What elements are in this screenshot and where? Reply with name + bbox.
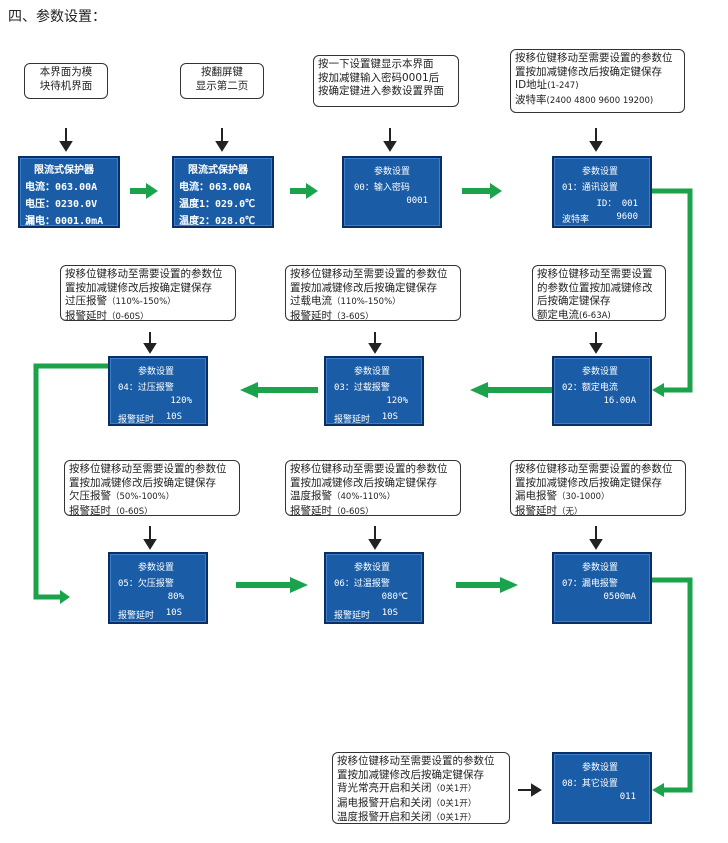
lcd-line: 05：欠压报警 xyxy=(118,579,174,589)
lcd-screen-comm: 参数设置 01：通讯设置 ID： 001 波特率 9600 xyxy=(552,156,652,228)
lcd-line: 报警延时 xyxy=(334,611,371,621)
lcd-line: 120% xyxy=(386,396,408,406)
lcd-line: 16.00A xyxy=(603,396,636,406)
lcd-line: 02：额定电流 xyxy=(562,383,618,393)
lcd-line: 波特率 xyxy=(562,215,590,225)
lcd-line: 04：过压报警 xyxy=(118,383,174,393)
lcd-line: 参数设置 xyxy=(582,367,619,377)
lcd-line: 120% xyxy=(170,396,192,406)
note-comm: 按移位键移动至需要设置的参数位置按加减键修改后按确定键保存 ID地址(1-247… xyxy=(510,49,685,113)
lcd-line: 10S xyxy=(165,608,182,618)
lcd-screen-password: 参数设置 00：输入密码 0001 xyxy=(342,156,442,228)
lcd-line: 电流：063.00A xyxy=(179,182,252,193)
lcd-line: 0500mA xyxy=(603,592,636,602)
flow-arrow-s5-s6 xyxy=(470,382,555,398)
lcd-line: 报警延时 xyxy=(118,611,155,621)
lcd-line: 01：通讯设置 xyxy=(562,183,618,193)
flow-arrow-s3-s4 xyxy=(462,183,502,199)
lcd-screen-leakage: 参数设置 07：漏电报警 0500mA xyxy=(552,552,652,624)
lcd-line: 参数设置 xyxy=(582,763,619,773)
route-s10-s11 xyxy=(652,577,693,793)
lcd-line: 参数设置 xyxy=(582,563,619,573)
lcd-screen-over-temperature: 参数设置 06：过温报警 080℃ 报警延时 10S xyxy=(324,552,424,624)
lcd-line: 温度1：029.0℃ xyxy=(179,199,256,210)
note-overload: 按移位键移动至需要设置的参数位置按加减键修改后按确定键保存 过载电流（110%-… xyxy=(285,265,461,322)
section-title: 四、参数设置： xyxy=(8,9,106,25)
route-s4-s5 xyxy=(652,188,693,393)
lcd-line: 10S xyxy=(165,412,182,422)
green-route-heads xyxy=(60,383,664,797)
lcd-line: 06：过温报警 xyxy=(334,579,390,589)
lcd-line: 10S xyxy=(381,608,398,618)
note-page-turn: 按翻屏键显示第二页 xyxy=(180,63,264,99)
lcd-line: 报警延时 xyxy=(118,415,155,425)
note-temperature: 按移位键移动至需要设置的参数位置按加减键修改后按确定键保存 温度报警（40%-1… xyxy=(285,460,461,517)
note-leakage: 按移位键移动至需要设置的参数位置按加减键修改后按确定键保存 漏电报警（30-10… xyxy=(510,460,686,517)
lcd-line: 07：漏电报警 xyxy=(562,579,618,589)
note-other: 按移位键移动至需要设置的参数位置按加减键修改后按确定键保存 背光常亮开启和关闭（… xyxy=(332,752,510,824)
lcd-line: 参数设置 xyxy=(138,563,175,573)
flow-arrow-s2-s3 xyxy=(290,183,318,199)
lcd-line: 参数设置 xyxy=(354,367,391,377)
lcd-line: 08：其它设置 xyxy=(562,779,618,789)
lcd-line: 漏电：0001.0mA xyxy=(25,216,104,227)
lcd-line: 限流式保护器 xyxy=(34,165,94,176)
lcd-line: 参数设置 xyxy=(138,367,175,377)
lcd-screen-undervoltage: 参数设置 05：欠压报警 80% 报警延时 10S xyxy=(108,552,208,624)
lcd-line: 参数设置 xyxy=(582,167,619,177)
lcd-line: 限流式保护器 xyxy=(188,165,248,176)
lcd-line: 0001 xyxy=(406,196,428,206)
lcd-screen-standby-1: 限流式保护器 电流：063.00A 电压：0230.0V 漏电：0001.0mA xyxy=(18,156,120,228)
lcd-line: 报警延时 xyxy=(334,415,371,425)
note-rated-current: 按移位键移动至需要设置的参数位置按加减键修改 后按确定键保存 额定电流(6-63… xyxy=(532,265,666,321)
lcd-line: 电压：0230.0V xyxy=(25,199,98,210)
down-arrows xyxy=(59,128,603,797)
lcd-line: 参数设置 xyxy=(354,563,391,573)
lcd-screen-overvoltage: 参数设置 04：过压报警 120% 报警延时 10S xyxy=(108,356,208,426)
note-standby: 本界面为模块待机界面 xyxy=(24,63,108,99)
green-route-lines xyxy=(33,188,693,793)
flow-arrow-s1-s2 xyxy=(130,183,158,199)
flow-arrow-s8-s9 xyxy=(236,577,308,593)
lcd-line: ID： 001 xyxy=(596,199,638,209)
note-password: 按一下设置键显示本界面按加减键输入密码0001后按确定键进入参数设置界面 xyxy=(313,55,459,107)
lcd-line: 00：输入密码 xyxy=(354,183,410,193)
flow-arrow-s9-s10 xyxy=(456,577,518,593)
green-arrows xyxy=(130,183,555,593)
lcd-screen-overload: 参数设置 03：过载报警 120% 报警延时 10S xyxy=(324,356,424,426)
note-overvoltage: 按移位键移动至需要设置的参数位置按加减键修改后按确定键保存 过压报警（110%-… xyxy=(60,265,236,322)
lcd-line: 10S xyxy=(381,412,398,422)
lcd-screen-rated-current: 参数设置 02：额定电流 16.00A xyxy=(552,356,652,426)
lcd-line: 9600 xyxy=(616,212,638,222)
lcd-screen-standby-2: 限流式保护器 电流：063.00A 温度1：029.0℃ 温度2：028.0℃ xyxy=(172,156,274,228)
lcd-line: 080℃ xyxy=(381,592,408,602)
flow-arrow-s6-s7 xyxy=(240,382,318,398)
lcd-line: 温度2：028.0℃ xyxy=(179,216,256,227)
lcd-line: 电流：063.00A xyxy=(25,182,98,193)
route-s7-s8 xyxy=(33,363,108,600)
lcd-line: 参数设置 xyxy=(374,167,411,177)
note-undervoltage: 按移位键移动至需要设置的参数位置按加减键修改后按确定键保存 欠压报警（50%-1… xyxy=(64,460,240,517)
lcd-line: 03：过载报警 xyxy=(334,383,390,393)
lcd-line: 80% xyxy=(167,592,184,602)
lcd-screen-other-settings: 参数设置 08：其它设置 011 xyxy=(552,752,652,824)
lcd-line: 011 xyxy=(619,792,636,802)
